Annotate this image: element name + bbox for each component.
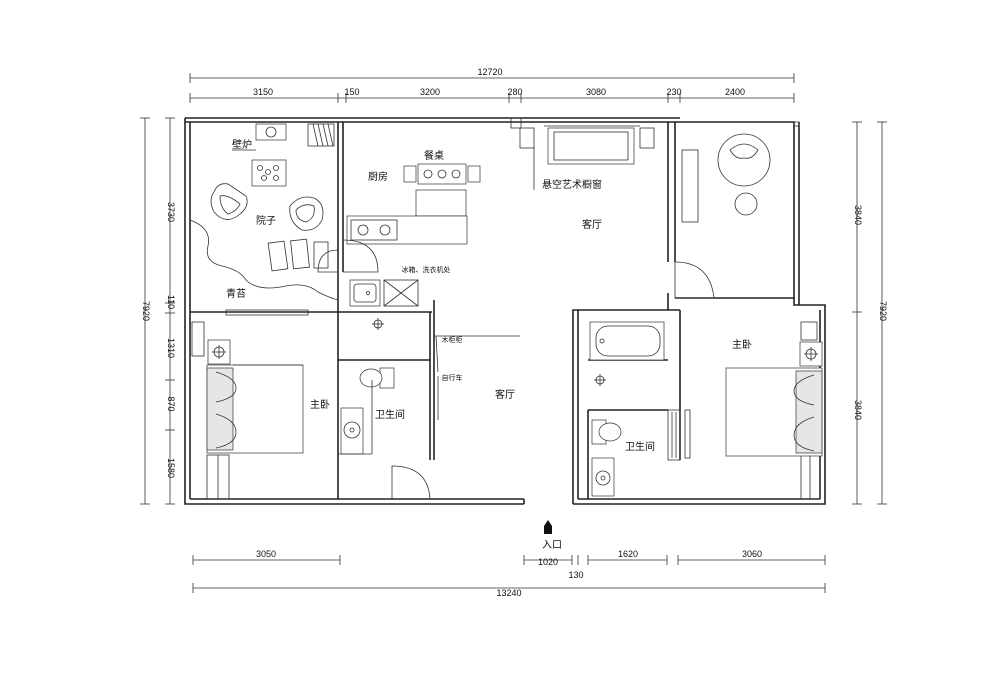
top-dimension-lines — [189, 73, 795, 103]
wood-cabinet-left — [435, 335, 439, 420]
bed-left — [206, 364, 304, 454]
label-courtyard: 院子 — [256, 214, 276, 227]
dim-left-seg-1: 3730 — [166, 202, 176, 222]
tv-cabinet — [681, 149, 699, 223]
wardrobe-left — [191, 321, 205, 357]
dim-top-total: 12720 — [477, 67, 502, 77]
label-moss: 青苔 — [226, 287, 246, 300]
label-bathroom-left: 卫生间 — [375, 408, 405, 421]
fireplace — [255, 123, 287, 141]
bathtub-right — [589, 321, 665, 361]
toilet-left — [359, 367, 395, 389]
living-door-arc — [674, 261, 715, 299]
label-master-bedroom-left: 主卧 — [310, 398, 330, 411]
dim-right-total: 7920 — [878, 301, 888, 321]
dim-left-total: 7920 — [141, 301, 151, 321]
bottom-dimension-lines — [192, 555, 826, 593]
label-living-room-center: 客厅 — [495, 388, 515, 401]
label-wood-cabinet: 木柜柜 — [442, 335, 463, 344]
label-dining-table: 餐桌 — [424, 149, 444, 162]
dim-bottom-small: 130 — [568, 570, 583, 580]
side-table — [734, 192, 758, 216]
dim-bottom-seg-4: 3060 — [742, 549, 762, 559]
washbasin-right — [591, 457, 615, 497]
dim-top-seg-1: 3150 — [253, 87, 273, 97]
dim-bottom-total: 13240 — [496, 588, 521, 598]
dim-right-seg-1: 3840 — [853, 205, 863, 225]
label-bathroom-right: 卫生间 — [625, 440, 655, 453]
round-chair — [717, 133, 771, 187]
washbasin-left — [340, 407, 364, 455]
nightstand-left-top — [207, 339, 231, 365]
left-dimension-lines — [140, 117, 175, 505]
sink-unit — [349, 279, 381, 307]
dim-top-seg-6: 230 — [666, 87, 681, 97]
dim-top-seg-4: 280 — [507, 87, 522, 97]
toilet-right — [591, 419, 622, 445]
dim-left-seg-2: 110 — [166, 295, 176, 309]
dim-top-seg-7: 2400 — [725, 87, 745, 97]
bathroom-right-door — [684, 409, 691, 459]
garden-edge — [189, 219, 339, 301]
label-wall-fireplace: 壁炉 — [232, 138, 252, 151]
dim-left-seg-4: 870 — [166, 396, 176, 411]
step-stones — [267, 238, 329, 272]
label-entrance: 入口 — [542, 540, 562, 551]
bath-left-lines — [338, 380, 373, 455]
dim-top-seg-3: 3200 — [420, 87, 440, 97]
entrance-arrow-icon — [544, 520, 552, 534]
lounge-chair-left — [210, 183, 248, 220]
outer-walls — [184, 117, 826, 505]
dim-top-seg-5: 3080 — [586, 87, 606, 97]
dining-set — [403, 163, 481, 217]
dim-top-seg-2: 150 — [344, 87, 359, 97]
nightstand-right — [799, 341, 823, 367]
dim-bottom-seg-3: 1620 — [618, 549, 638, 559]
art-window-display — [519, 125, 655, 165]
dim-bottom-seg-1: 3050 — [256, 549, 276, 559]
courtyard-door-arc — [317, 249, 339, 273]
lounge-chair-right — [289, 196, 324, 231]
kitchen-door-arc — [342, 239, 379, 273]
label-bicycle: 自行车 — [442, 373, 463, 382]
bed-right — [725, 367, 823, 457]
label-fridge-washer: 冰箱、洗衣机处 — [402, 265, 451, 274]
dim-left-seg-3: 1310 — [166, 338, 176, 358]
dim-left-seg-5: 1580 — [166, 458, 176, 478]
label-living-room-top: 客厅 — [582, 218, 602, 231]
shower-left — [372, 318, 384, 330]
shower-right — [594, 374, 606, 386]
dim-bottom-seg-2: 1020 — [538, 557, 558, 567]
closet-right — [667, 409, 681, 461]
coffee-table — [251, 159, 287, 187]
right-dimension-lines — [852, 121, 887, 505]
label-master-bedroom-right: 主卧 — [732, 338, 752, 351]
wardrobe-right — [800, 321, 818, 341]
label-kitchen: 厨房 — [368, 170, 388, 183]
label-art-window: 悬空艺术橱窗 — [542, 178, 602, 191]
interior-walls — [337, 122, 795, 499]
fridge-washer-unit — [383, 279, 419, 307]
kitchen-counter — [346, 215, 468, 245]
courtyard-stairs — [307, 123, 335, 147]
dim-right-seg-2: 3840 — [853, 400, 863, 420]
bathroom-left-door-arc — [391, 465, 431, 500]
